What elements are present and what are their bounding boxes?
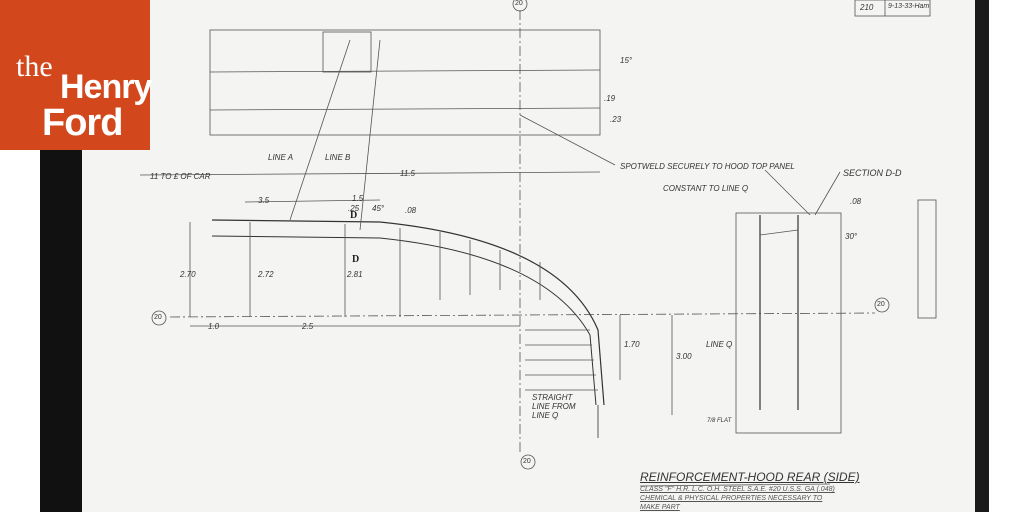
section-mark: D [352, 254, 360, 265]
callout-flat: 7/8 FLAT [707, 418, 732, 424]
centerline-mark-left [151, 310, 167, 326]
revision-table [917, 199, 937, 319]
dim: 2.5 [302, 322, 314, 331]
dim: 1.0 [208, 322, 220, 331]
profile-curve-inner [211, 235, 597, 406]
dim: .25 [348, 204, 360, 213]
dim: 45° [372, 204, 385, 213]
top-view-edge [209, 69, 601, 73]
leader-line-b [359, 39, 381, 231]
callout-straight-line: STRAIGHT LINE FROM LINE Q [532, 393, 576, 420]
drawing-sheet [82, 0, 977, 512]
centerline-mark-right [874, 297, 890, 313]
drawing-title: REINFORCEMENT-HOOD REAR (SIDE) [640, 470, 860, 484]
top-view-notch [322, 31, 372, 73]
centerline-label: 20 [515, 0, 523, 7]
callout-constant: CONSTANT TO LINE Q [663, 184, 749, 193]
centerline-label: 20 [154, 314, 162, 321]
callout-section: SECTION D-D [843, 168, 902, 178]
title-block [854, 0, 931, 17]
dim: .23 [610, 115, 622, 124]
scan-border-right [975, 0, 989, 512]
dim: 2.72 [258, 270, 274, 279]
centerline-mark-bottom [520, 454, 536, 470]
henry-ford-logo: the Henry Ford [0, 0, 152, 150]
dim: 3.00 [676, 352, 692, 361]
dimension-line-overall [139, 171, 601, 176]
top-view-edge [209, 107, 601, 111]
callout-line-q: LINE Q [706, 340, 733, 349]
drawing-note: CLASS "F" H.R. L.C. O.H. STEEL S.A.E. #2… [640, 486, 835, 493]
dim: 2.81 [347, 270, 363, 279]
dimension-line-3-5 [244, 199, 381, 203]
section-top [759, 229, 799, 236]
dim: 1.5 [352, 194, 364, 203]
section-view-outline [735, 212, 842, 434]
callout-spotweld: SPOTWELD SECURELY TO HOOD TOP PANEL [620, 162, 795, 171]
drawing-note: MAKE PART [640, 504, 680, 511]
callout-line-a: LINE A [268, 153, 294, 162]
logo-text: Ford [42, 102, 123, 144]
scan-border-left [40, 140, 82, 512]
callout-from-car: 11 TO £ OF CAR [150, 172, 211, 181]
centerline-label: 20 [523, 458, 531, 465]
centerline-label: 20 [877, 301, 885, 308]
horizontal-centerline [169, 312, 876, 318]
vertical-dimension-lines [189, 222, 673, 415]
section-mark: D [350, 210, 358, 221]
title-block-date: 9-13-33-Ham [888, 3, 930, 10]
dim-overall: 11.5 [400, 169, 415, 178]
dim: 15° [620, 56, 633, 65]
dim: .08 [405, 206, 417, 215]
logo-text: Henry [60, 68, 152, 106]
dim: .19 [604, 94, 616, 103]
dim: 1.70 [624, 340, 640, 349]
dim: .08 [850, 197, 862, 206]
leader-section [814, 171, 841, 216]
callout-line-b: LINE B [325, 153, 351, 162]
title-underline [639, 483, 831, 487]
horizontal-dimension-lines [190, 325, 598, 391]
profile-curve-outer [211, 219, 605, 406]
top-view-outline [209, 29, 601, 136]
title-block-number: 210 [860, 3, 874, 12]
leader-spotweld [519, 114, 616, 166]
logo-text: the [16, 50, 53, 83]
leader-line-a [289, 39, 351, 221]
dim: 2.70 [180, 270, 196, 279]
leader-spotweld [764, 169, 811, 216]
dim: 3.5 [258, 196, 270, 205]
dim: 30° [845, 232, 858, 241]
drawing-note: CHEMICAL & PHYSICAL PROPERTIES NECESSARY… [640, 495, 823, 502]
centerline-mark-top [512, 0, 528, 12]
